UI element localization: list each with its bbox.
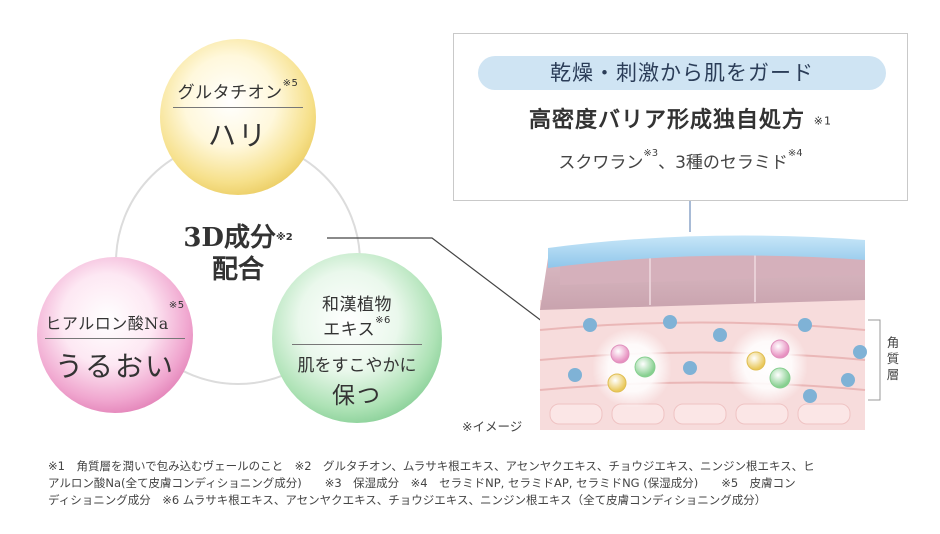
bubble-glutathione-text: グルタチオン※5 ハリ [168,78,308,154]
herbal-divider [292,344,422,345]
callout-pill: 乾燥・刺激から肌をガード [478,56,886,90]
hyaluronic-mark: ※5 [168,300,185,311]
image-note: ※イメージ [462,419,523,434]
bubble-hyaluronic-text: ヒアルロン酸Na ※5 うるおい [40,300,190,385]
hyaluronic-divider [45,338,185,339]
glutathione-mark: ※5 [282,78,299,89]
herbal-effect-line1: 肌をすこやかに [297,356,417,376]
center-label: 3D成分※2 配合 [178,222,298,286]
bubble-hyaluronic [37,257,193,413]
stratum-corneum-label: 角質層 [886,335,900,382]
ingredient-ceramides: 、3種のセラミド [658,153,788,173]
center-line2: 配合 [211,255,264,285]
herbal-title-line2: エキス [323,320,376,340]
bubble-herbal [272,253,442,423]
herbal-title-line1: 和漢植物 [322,295,392,315]
bubble-herbal-text: 和漢植物 エキス※6 肌をすこやかに 保つ [282,290,432,410]
bubble-glutathione [160,39,316,195]
center-line1: 3D成分 [183,223,276,253]
ingredient-squalane: スクワラン [558,153,644,173]
ceramides-mark: ※4 [787,148,803,159]
glutathione-title: グルタチオン [177,83,283,103]
footnotes: ※1 角質層を潤いで包み込むヴェールのこと ※2 グルタチオン、ムラサキ根エキス… [48,458,914,509]
footnote-line: アルロン酸Na(全て皮膚コンディショニング成分) ※3 保湿成分 ※4 セラミド… [48,476,796,490]
glutathione-divider [173,107,303,108]
formula-mark: ※1 [813,114,832,128]
herbal-effect-line2: 保つ [332,383,382,409]
callout-box: 乾燥・刺激から肌をガード 高密度バリア形成独自処方 ※1 スクワラン※3、3種の… [453,33,908,201]
footnote-line: ※1 角質層を潤いで包み込むヴェールのこと ※2 グルタチオン、ムラサキ根エキス… [48,459,815,473]
formula-text: 高密度バリア形成独自処方 [529,108,806,133]
herbal-mark: ※6 [375,315,391,326]
hyaluronic-effect: うるおい [54,350,175,383]
glutathione-effect: ハリ [207,119,268,152]
hyaluronic-title: ヒアルロン酸Na [45,314,169,333]
callout-formula: 高密度バリア形成独自処方 ※1 [454,102,907,134]
footnote-line: ディショニング成分 ※6 ムラサキ根エキス、アセンヤクエキス、チョウジエキス、ニ… [48,493,767,507]
callout-ingredients: スクワラン※3、3種のセラミド※4 [454,148,907,173]
squalane-mark: ※3 [643,148,659,159]
center-mark: ※2 [275,232,293,243]
skin-illustration [539,235,881,430]
